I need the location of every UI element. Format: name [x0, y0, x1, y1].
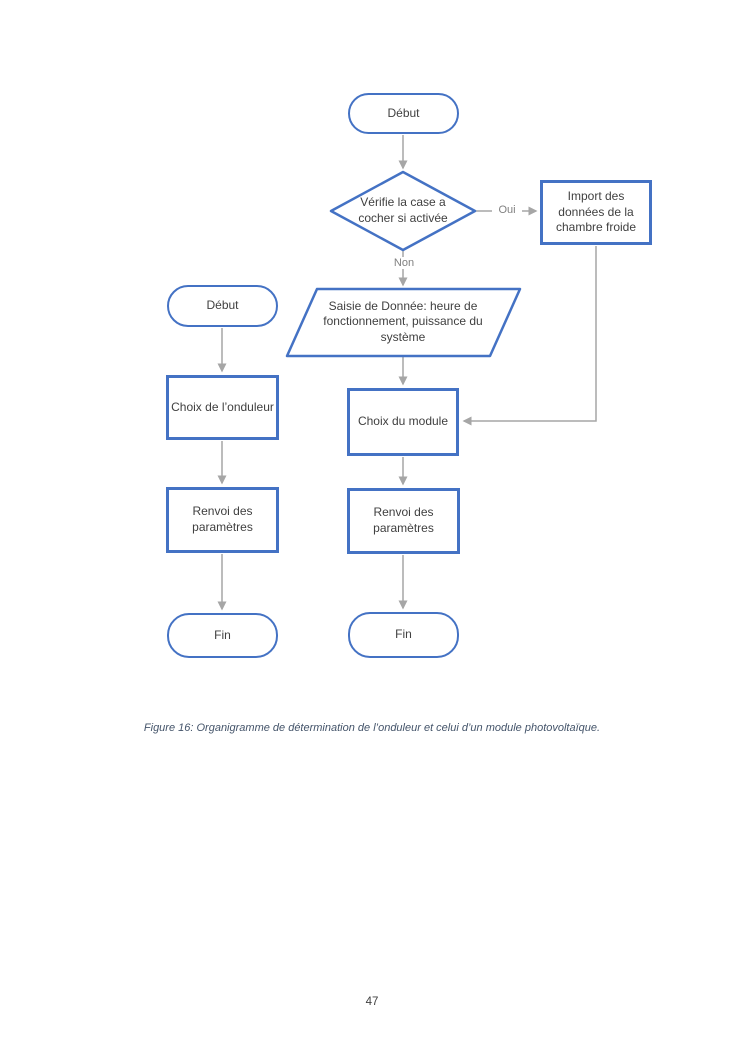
node-end-center-label: Fin: [395, 627, 412, 642]
input-parallelogram-shape: [285, 287, 522, 358]
node-import-data-label: Import des données de la chambre froide: [555, 189, 637, 235]
node-data-entry-label: Saisie de Donnée: heure de fonctionnemen…: [323, 298, 483, 344]
node-end-left-label: Fin: [214, 627, 231, 642]
node-check-decision: Vérifie la case a cocher si activée: [341, 189, 465, 233]
node-end-center: Fin: [348, 612, 459, 658]
node-choose-module: Choix du module: [347, 388, 459, 456]
node-start-left: Début: [167, 285, 278, 327]
page-number: 47: [365, 996, 379, 1008]
node-import-data: Import des données de la chambre froide: [540, 180, 652, 245]
node-start-left-label: Début: [206, 298, 239, 313]
node-return-params-center-label: Renvoi des paramètres: [373, 505, 434, 535]
figure-caption: Figure 16: Organigramme de détermination…: [143, 722, 601, 734]
node-check-decision-label: Vérifie la case a cocher si activée: [358, 195, 448, 225]
node-choose-inverter-label: Choix de l’onduleur: [171, 399, 274, 414]
node-start-top-label: Début: [387, 105, 420, 120]
node-start-top: Début: [348, 93, 459, 134]
node-data-entry: Saisie de Donnée: heure de fonctionnemen…: [310, 294, 496, 350]
node-end-left: Fin: [167, 613, 278, 658]
node-return-params-center: Renvoi des paramètres: [347, 488, 460, 554]
node-choose-inverter: Choix de l’onduleur: [166, 375, 279, 440]
node-return-params-left: Renvoi des paramètres: [166, 487, 279, 553]
node-return-params-left-label: Renvoi des paramètres: [192, 504, 253, 534]
edge-import-to-module: [462, 246, 597, 426]
edge-label-non: Non: [387, 257, 421, 269]
edge-label-oui: Oui: [492, 204, 522, 216]
decision-diamond-shape: [329, 170, 477, 252]
node-choose-module-label: Choix du module: [357, 414, 449, 429]
